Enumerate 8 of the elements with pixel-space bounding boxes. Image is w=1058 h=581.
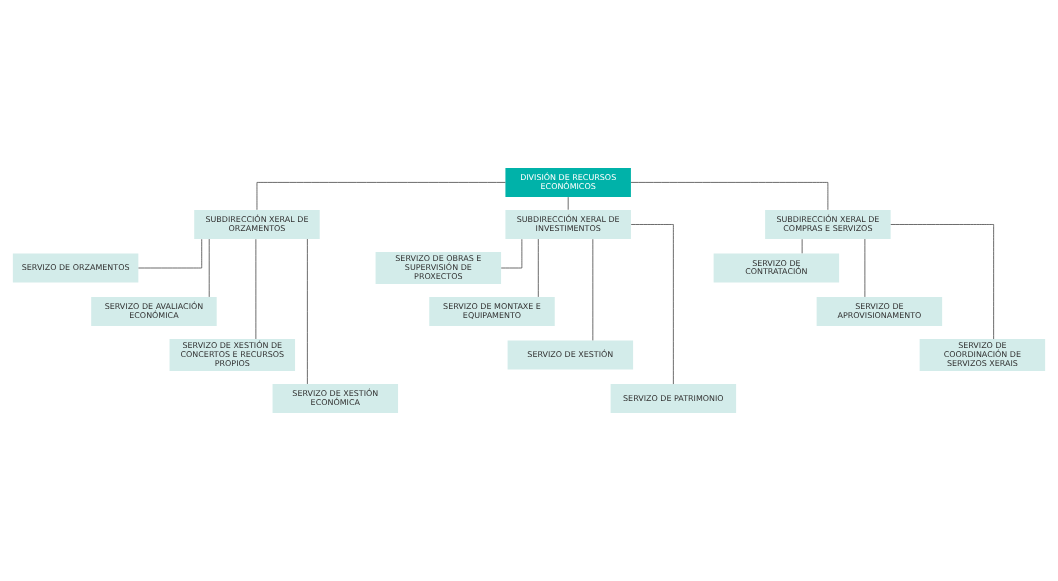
connector — [537, 238, 539, 298]
connector — [500, 238, 523, 269]
connector — [630, 224, 674, 385]
connector — [138, 238, 203, 269]
connector — [630, 182, 829, 211]
connector — [307, 238, 308, 385]
connector — [890, 224, 994, 340]
connector — [256, 182, 506, 211]
